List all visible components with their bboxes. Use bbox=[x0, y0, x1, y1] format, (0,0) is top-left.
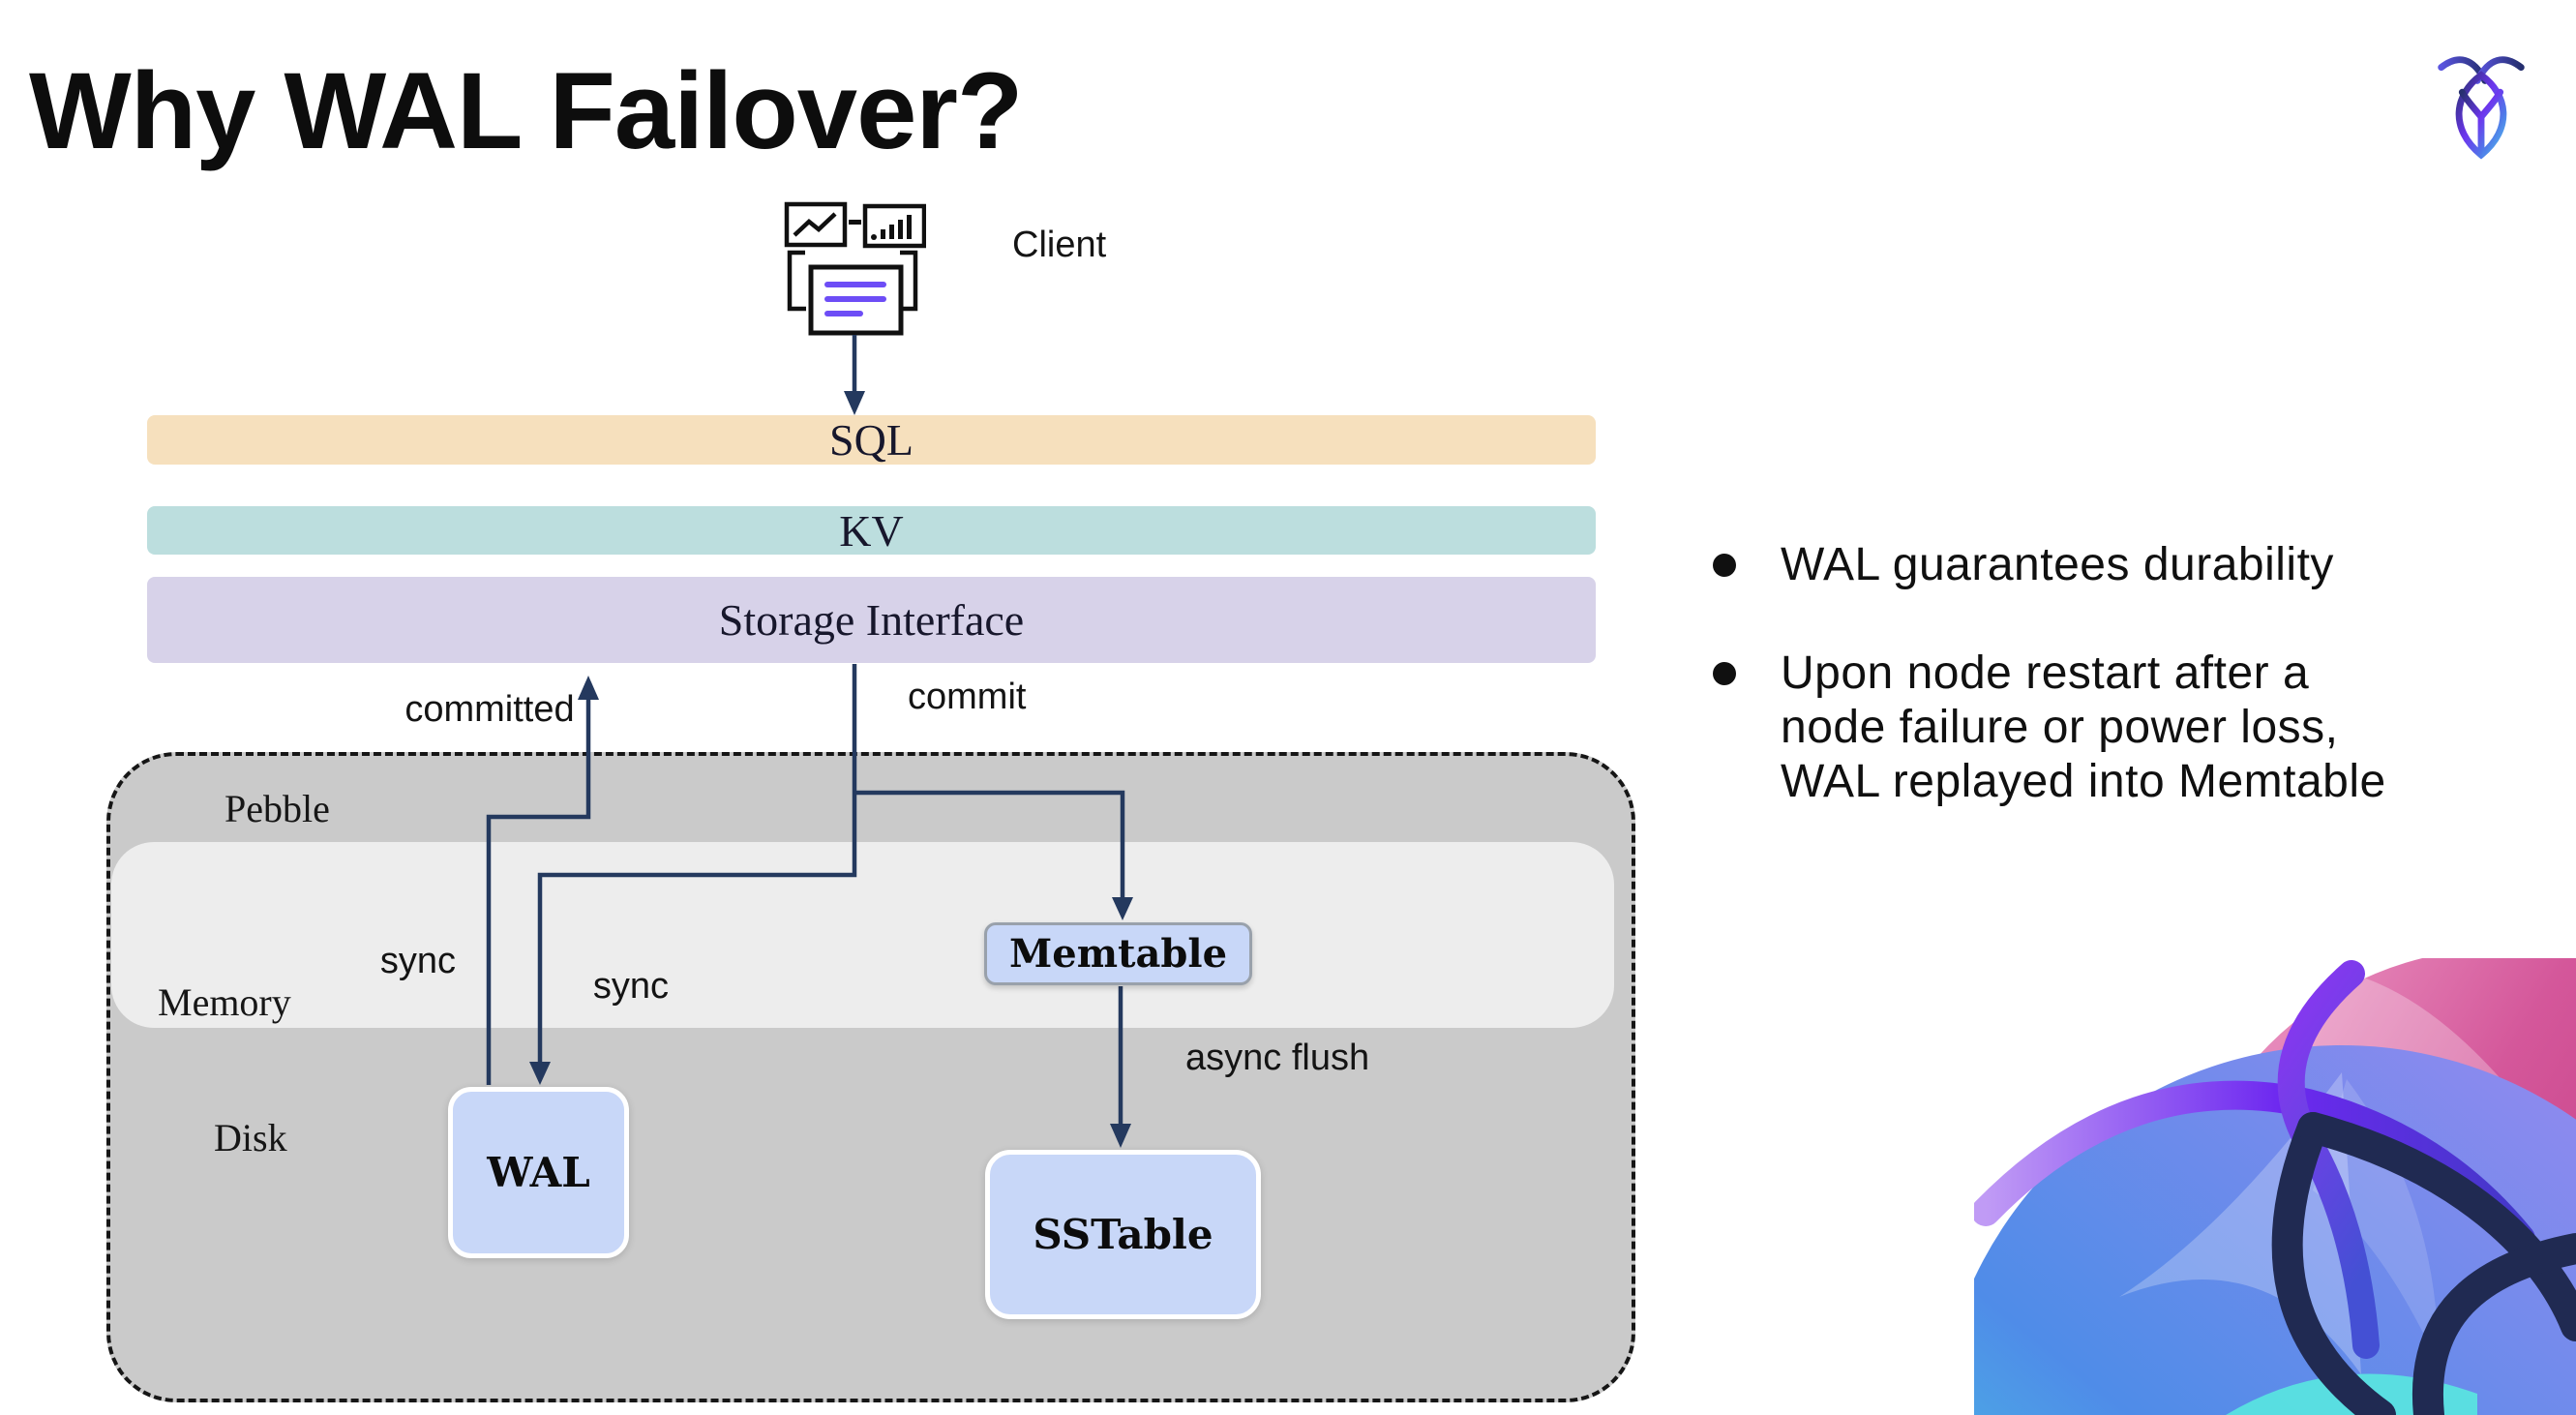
edge-label-committed: committed bbox=[404, 689, 575, 730]
cockroachdb-brand-art-graphic bbox=[1936, 948, 2576, 1415]
bullet-text-line: node failure or power loss, bbox=[1781, 702, 2339, 753]
bullet-text-line: WAL replayed into Memtable bbox=[1781, 756, 2386, 807]
cockroachdb-logo-icon bbox=[2433, 46, 2530, 161]
client-app-icon bbox=[779, 196, 927, 337]
layer-bar-kv: KV bbox=[147, 505, 1596, 556]
wal-label: WAL bbox=[487, 1149, 590, 1196]
bullet-list: WAL guarantees durability Upon node rest… bbox=[1713, 538, 2574, 863]
layer-label-sql: SQL bbox=[829, 415, 914, 465]
edge-label-commit: commit bbox=[908, 677, 1027, 717]
layer-label-storage-interface: Storage Interface bbox=[718, 595, 1025, 645]
layer-bar-storage-interface: Storage Interface bbox=[147, 577, 1596, 663]
document-lines-icon bbox=[824, 282, 886, 316]
edge-label-sync-group: sync bbox=[379, 941, 457, 981]
edge-label-async-flush: async flush bbox=[1185, 1038, 1370, 1078]
sstable-label: SSTable bbox=[1033, 1211, 1213, 1258]
disk-label: Disk bbox=[214, 1116, 287, 1159]
client-label: Client bbox=[1012, 225, 1107, 265]
pebble-label: Pebble bbox=[225, 787, 330, 830]
arrowhead-down-icon bbox=[844, 391, 865, 415]
bullet-dot-icon bbox=[1713, 662, 1736, 685]
list-item: Upon node restart after a node failure o… bbox=[1713, 647, 2574, 809]
memtable-label: Memtable bbox=[1008, 931, 1228, 977]
wal-node: WAL bbox=[448, 1087, 629, 1258]
memory-zone bbox=[111, 842, 1614, 1028]
layer-bar-sql: SQL bbox=[147, 415, 1596, 465]
bullet-text-line: Upon node restart after a bbox=[1781, 647, 2310, 699]
memory-label: Memory bbox=[158, 980, 291, 1024]
layer-label-kv: KV bbox=[839, 505, 904, 556]
sstable-node: SSTable bbox=[985, 1150, 1261, 1319]
bullet-dot-icon bbox=[1713, 554, 1736, 577]
memtable-node: Memtable bbox=[984, 922, 1252, 985]
page-title: Why WAL Failover? bbox=[29, 50, 1023, 171]
edge-label-sync-wal: sync bbox=[592, 966, 670, 1007]
list-item: WAL guarantees durability bbox=[1713, 538, 2574, 592]
bullet-text: WAL guarantees durability bbox=[1781, 539, 2334, 590]
